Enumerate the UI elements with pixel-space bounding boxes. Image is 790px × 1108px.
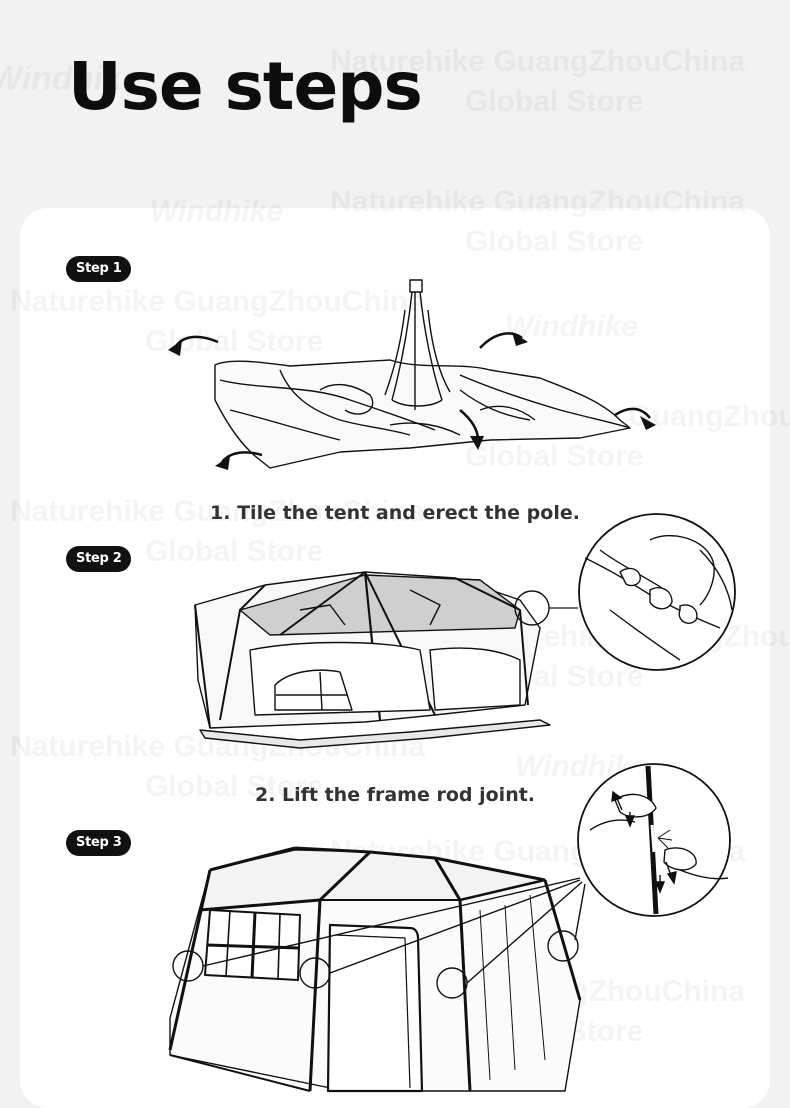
step-2-badge: Step 2 — [66, 546, 132, 572]
page-title: Use steps — [68, 48, 423, 125]
step-1-caption: 1. Tile the tent and erect the pole. — [210, 502, 580, 524]
step-1-badge: Step 1 — [66, 256, 132, 282]
watermark-store-line2: Global Store — [465, 85, 643, 119]
step-2-illustration — [180, 510, 740, 750]
step-1-illustration — [168, 270, 656, 470]
step-2-caption: 2. Lift the frame rod joint. — [254, 784, 536, 806]
step-3-illustration — [160, 760, 740, 1091]
step-3-badge: Step 3 — [66, 830, 132, 856]
